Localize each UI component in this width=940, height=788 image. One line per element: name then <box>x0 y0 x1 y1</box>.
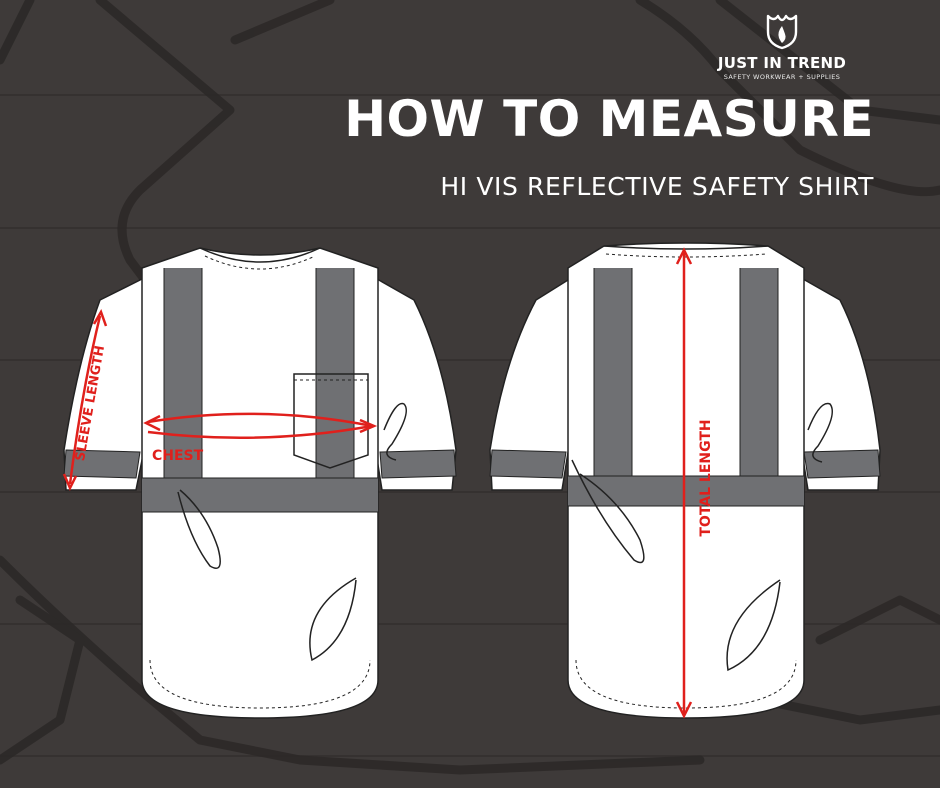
chest-label: CHEST <box>152 448 204 464</box>
chest-arrow-right <box>359 418 378 434</box>
front-left-vertical-stripe <box>163 268 203 481</box>
front-waist-band <box>142 477 378 513</box>
front-collar <box>199 247 321 263</box>
brand-tagline: SAFETY WORKWEAR + SUPPLIES <box>723 73 841 81</box>
chest-measure: CHEST <box>143 412 378 464</box>
flame-shield-icon <box>766 14 798 50</box>
front-right-sleeve-band <box>379 449 457 479</box>
brand-name: JUST IN TREND <box>717 54 847 72</box>
page-subtitle: HI VIS REFLECTIVE SAFETY SHIRT <box>440 172 874 201</box>
back-shirt <box>489 242 881 719</box>
chest-pocket <box>293 373 369 469</box>
back-right-sleeve-band <box>803 449 881 479</box>
back-right-sleeve <box>795 273 881 491</box>
back-left-sleeve <box>489 273 577 491</box>
back-left-sleeve-band <box>489 449 567 479</box>
back-waist-band <box>568 475 804 507</box>
total-length-arrow-bottom <box>675 701 693 719</box>
back-right-vertical-stripe <box>739 268 779 481</box>
front-right-sleeve <box>369 273 457 491</box>
chest-arrow-left <box>143 414 161 432</box>
back-left-vertical-stripe <box>593 268 633 481</box>
sleeve-length-arrow-top <box>92 309 108 327</box>
front-right-vertical-stripe <box>315 268 355 481</box>
brand-block: JUST IN TREND SAFETY WORKWEAR + SUPPLIES <box>692 12 872 81</box>
total-length-arrow-top <box>675 247 693 265</box>
page-title: HOW TO MEASURE <box>344 90 874 148</box>
back-collar <box>603 245 769 250</box>
total-length-label: TOTAL LENGTH <box>698 419 714 536</box>
total-length-measure: TOTAL LENGTH <box>675 247 714 719</box>
front-shirt <box>63 247 457 719</box>
sleeve-length-line <box>68 315 102 485</box>
sleeve-length-arrow-bottom <box>62 473 78 491</box>
front-left-sleeve-band <box>63 449 141 479</box>
